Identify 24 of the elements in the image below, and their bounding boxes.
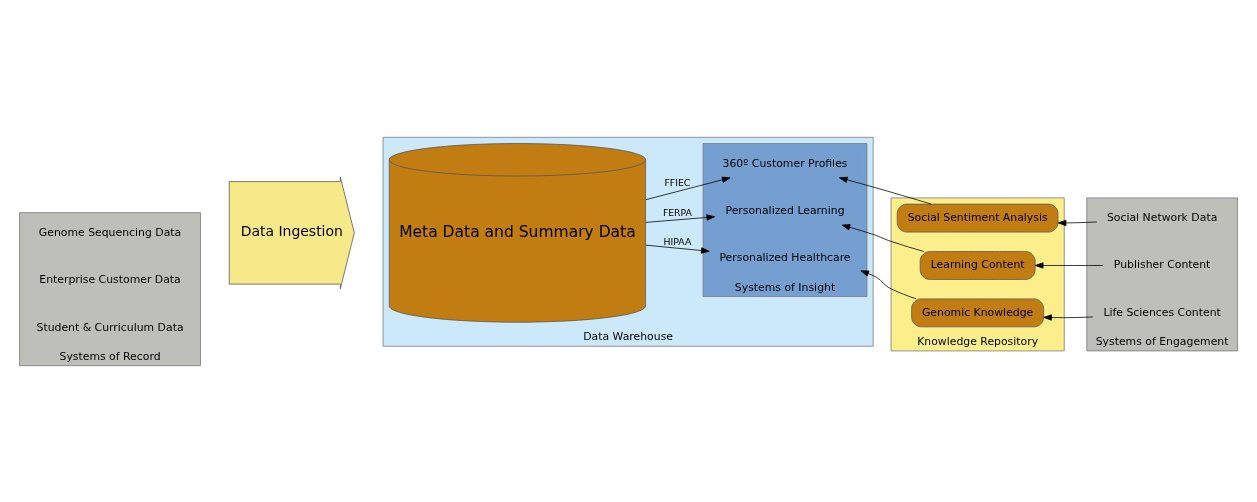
node-text: Enterprise Customer Data <box>39 272 181 286</box>
node-text: 360º Customer Profiles <box>722 156 848 170</box>
arrow <box>1034 261 1104 269</box>
arrow <box>645 176 731 200</box>
arrow <box>645 213 716 223</box>
arrow <box>1057 219 1098 226</box>
arrow <box>841 223 925 252</box>
node-text: Genome Sequencing Data <box>38 225 182 239</box>
arrow <box>839 176 932 204</box>
edge-label: HIPAA <box>663 235 692 247</box>
node-box: Genomic Knowledge <box>911 298 1045 327</box>
edge-label: FERPA <box>662 206 692 218</box>
node-box: Learning Content <box>919 250 1036 280</box>
node-text: Student & Curriculum Data <box>36 319 184 333</box>
arrow <box>645 244 710 254</box>
node-text: Personalized Healthcare <box>719 250 851 264</box>
node-text: Life Sciences Content <box>1103 305 1221 319</box>
node-text: Social Network Data <box>1106 210 1218 224</box>
arrow <box>860 269 917 299</box>
node-box: Social Sentiment Analysis <box>896 203 1059 232</box>
node-text: Personalized Learning <box>725 203 845 217</box>
edge-label: FFIEC <box>664 176 691 188</box>
node-text: Publisher Content <box>1113 257 1211 271</box>
arrow <box>1043 313 1094 321</box>
